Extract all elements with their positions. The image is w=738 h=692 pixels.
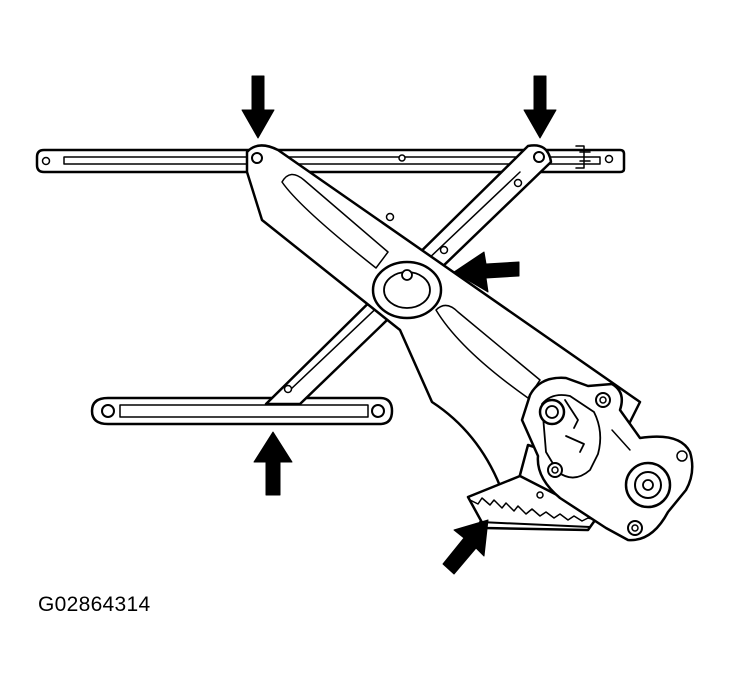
top-rail bbox=[35, 145, 626, 174]
center-pivot bbox=[371, 245, 449, 320]
arrow-top-right-pivot bbox=[523, 75, 557, 139]
motor-housing bbox=[520, 376, 694, 542]
arrow-sector-gear bbox=[442, 519, 489, 575]
arrow-top-left-pivot bbox=[241, 75, 275, 139]
bottom-rail bbox=[90, 396, 394, 426]
callout-arrows bbox=[241, 75, 557, 575]
figure-id-label: G02864314 bbox=[38, 593, 151, 616]
arrow-center-pivot bbox=[453, 251, 520, 293]
arrow-bottom-rail bbox=[253, 431, 293, 496]
